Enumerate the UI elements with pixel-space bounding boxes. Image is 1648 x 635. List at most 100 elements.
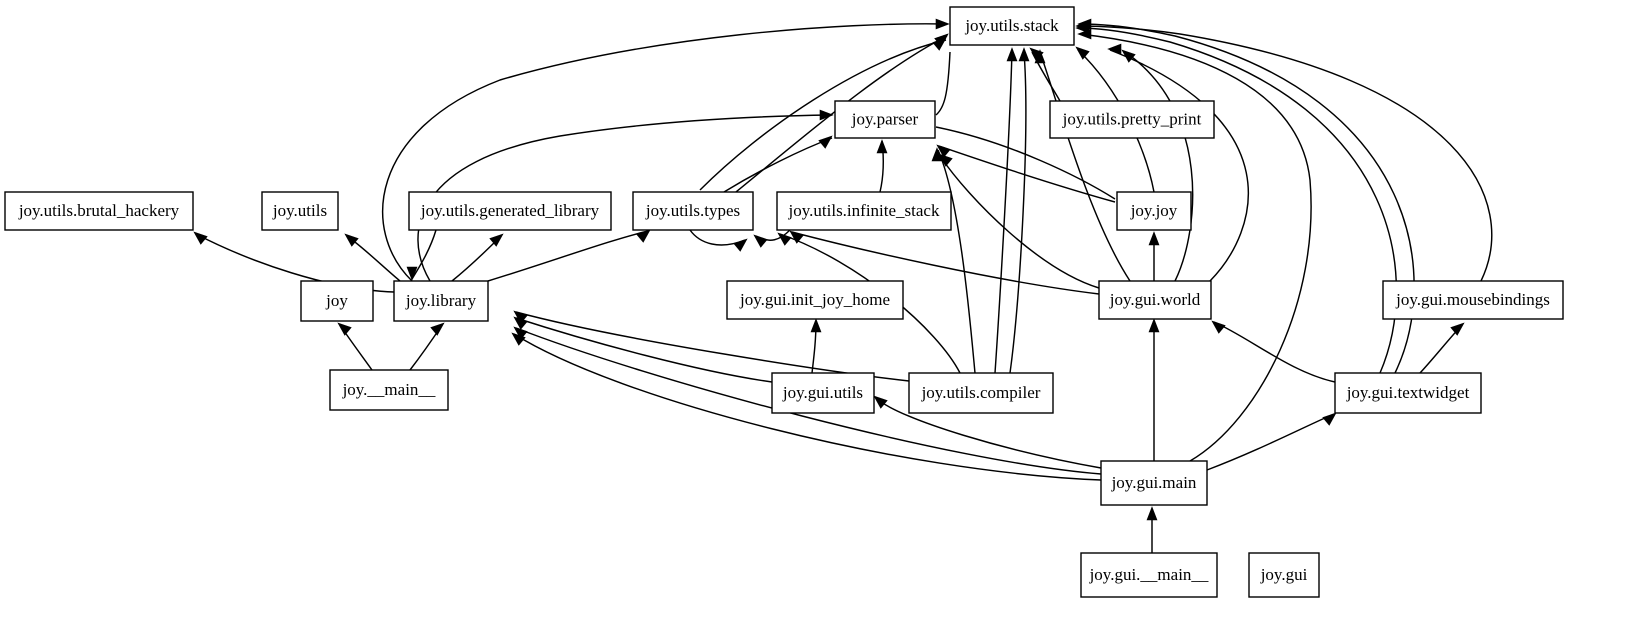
edge-arrowhead [337,322,352,336]
graph-node[interactable]: joy.utils.compiler [908,372,1054,414]
graph-node[interactable]: joy.gui.init_joy_home [726,280,904,320]
node-box[interactable] [329,369,449,411]
edge-arrowhead [1075,46,1090,60]
graph-edge [513,333,1102,481]
graph-node[interactable]: joy.gui.utils [771,372,875,414]
edge-arrowhead [1322,412,1337,426]
graph-node[interactable]: joy.utils [261,191,339,231]
node-label: joy.utils.brutal_hackery [18,201,180,220]
graph-edge [939,155,1100,289]
node-box[interactable] [408,191,612,231]
node-label: joy.parser [851,109,919,128]
node-label: joy.library [405,291,477,310]
graph-node[interactable]: joy.gui.mousebindings [1382,280,1564,320]
graph-node[interactable]: joy.parser [834,100,936,139]
edge-arrowhead [1450,322,1465,336]
graph-edge [1124,51,1194,282]
edge-arrowhead [193,231,208,245]
node-box[interactable] [4,191,194,231]
node-box[interactable] [632,191,754,231]
edge-arrowhead [789,230,804,244]
node-label: joy.utils.stack [964,16,1059,35]
node-label: joy.utils [272,201,327,220]
node-label: joy.gui.__main__ [1089,565,1209,584]
graph-edge [791,231,1100,295]
graph-edge [935,126,1116,200]
node-box[interactable] [261,191,339,231]
node-box[interactable] [771,372,875,414]
edge-arrowhead [936,144,951,158]
graph-edge [875,397,1102,469]
node-label: joy [325,291,348,310]
edge-arrowhead [636,229,651,243]
edge-arrowhead [1211,320,1226,334]
node-label: joy.gui.textwidget [1346,383,1470,402]
node-label: joy.utils.pretty_print [1062,109,1202,128]
graph-node[interactable]: joy.gui [1248,552,1320,598]
node-box[interactable] [1382,280,1564,320]
graph-edge [699,39,947,191]
graph-node[interactable]: joy.utils.generated_library [408,191,612,231]
graph-node[interactable]: joy.utils.brutal_hackery [4,191,194,231]
node-label: joy.utils.compiler [921,383,1041,402]
edge-arrowhead [513,326,528,340]
node-label: joy.gui.utils [782,383,863,402]
node-label: joy.utils.types [645,201,740,220]
edge-arrowhead [1018,47,1030,62]
node-label: joy.gui.mousebindings [1395,290,1550,309]
graph-node[interactable]: joy.utils.infinite_stack [776,191,952,231]
node-box[interactable] [1098,280,1212,320]
node-box[interactable] [1116,191,1192,231]
edge-arrowhead [489,233,504,247]
edge-arrowhead [818,135,833,149]
edge-arrowhead [1075,20,1090,32]
graph-node[interactable]: joy.gui.main [1100,460,1208,506]
graph-edge [937,149,976,374]
node-box[interactable] [1100,460,1208,506]
graph-node[interactable]: joy.gui.world [1098,280,1212,320]
graph-edge [515,317,773,383]
edge-arrowhead [1146,506,1158,521]
node-label: joy.utils.generated_library [420,201,600,220]
graph-edge [723,137,833,193]
graph-edge [515,327,1102,475]
graph-edge [487,230,649,282]
node-box[interactable] [776,191,952,231]
graph-node[interactable]: joy.__main__ [329,369,449,411]
graph-node[interactable]: joy.utils.stack [949,6,1075,46]
graph-edge [1206,413,1335,471]
node-box[interactable] [1248,552,1320,598]
node-label: joy.__main__ [342,380,436,399]
node-label: joy.gui.world [1109,290,1201,309]
node-box[interactable] [393,280,489,322]
node-box[interactable] [300,280,374,322]
graph-node[interactable]: joy.gui.__main__ [1080,552,1218,598]
node-box[interactable] [908,372,1054,414]
graph-edge [938,145,1116,203]
graph-edge [1039,51,1131,282]
graph-node[interactable]: joy.utils.pretty_print [1049,100,1215,139]
nodes-layer: joy.utils.stack joy.parser joy.utils.prett… [4,6,1564,598]
edge-arrowhead [1148,231,1160,246]
node-label: joy.utils.infinite_stack [788,201,940,220]
edge-arrowhead [1148,318,1160,333]
node-box[interactable] [1334,372,1482,414]
node-box[interactable] [1049,100,1215,139]
graph-edge [935,51,951,116]
edge-arrowhead [810,318,822,333]
edge-arrowhead [876,139,888,154]
edge-arrowhead [938,153,953,167]
graph-edge [1079,33,1312,462]
graph-edge [1031,51,1061,102]
graph-node[interactable]: joy.library [393,280,489,322]
node-box[interactable] [1080,552,1218,598]
graph-node[interactable]: joy.utils.types [632,191,754,231]
node-box[interactable] [726,280,904,320]
graph-node[interactable]: joy [300,280,374,322]
node-box[interactable] [949,6,1075,46]
graph-node[interactable]: joy.joy [1116,191,1192,231]
graph-node[interactable]: joy.gui.textwidget [1334,372,1482,414]
node-box[interactable] [834,100,936,139]
